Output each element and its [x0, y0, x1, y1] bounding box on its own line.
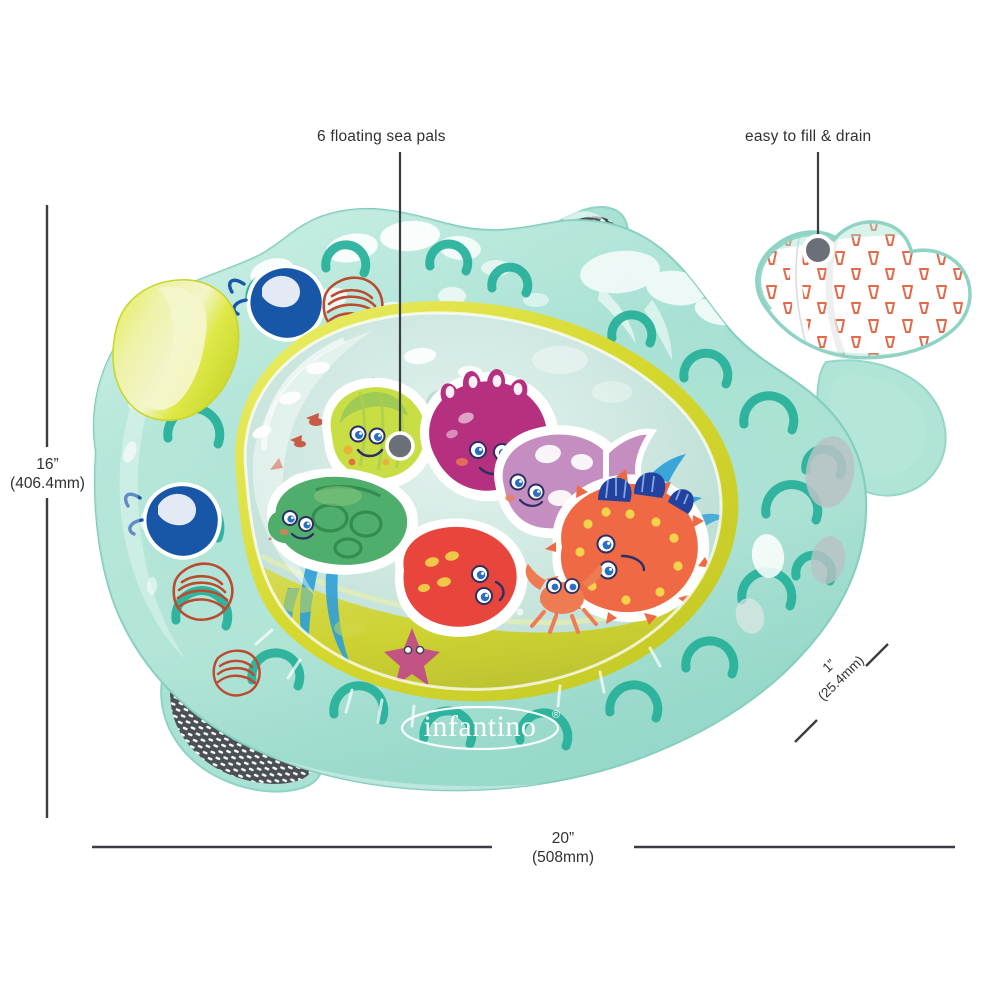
leader-dot-sea-pals [385, 431, 415, 461]
callout-label-sea-pals: 6 floating sea pals [317, 128, 446, 145]
dimension-width-inches: 20” [551, 830, 575, 847]
printed-starfish [384, 628, 440, 686]
callout-label-fill-drain: easy to fill & drain [745, 128, 872, 145]
tick-thickness-upper [865, 643, 889, 667]
grey-ovals [735, 436, 855, 634]
brand-logo: infantino ® [400, 705, 560, 751]
printed-crab [525, 564, 603, 634]
jellyfish-lower [123, 482, 222, 560]
scribble-shell-bottom [212, 649, 261, 697]
sea-pal-whale [494, 425, 659, 539]
dimension-height-inches: 16” [36, 456, 59, 473]
sea-pal-clam [322, 377, 436, 490]
svg-text:®: ® [552, 709, 560, 721]
tail-fill-drain [755, 220, 972, 360]
sea-pal-turtle [267, 468, 418, 575]
dimension-lines [45, 205, 955, 849]
dimension-label-width: 20” (508mm) [468, 829, 658, 867]
callout-leaders [385, 152, 834, 461]
water-window [235, 300, 739, 702]
dimension-label-height: 16” (406.4mm) [0, 455, 95, 493]
dimension-height-metric: (406.4mm) [10, 475, 85, 492]
dimension-width-metric: (508mm) [531, 849, 594, 866]
spout-flipper [112, 279, 240, 422]
jellyfish-upper [227, 264, 326, 342]
scribble-shell-lower [172, 562, 234, 621]
sea-pal-fish [394, 518, 528, 637]
leader-dot-fill-drain [802, 234, 834, 266]
tick-thickness-lower [794, 719, 818, 743]
svg-text:infantino: infantino [424, 710, 537, 743]
dimension-thickness-ticks [794, 643, 889, 743]
